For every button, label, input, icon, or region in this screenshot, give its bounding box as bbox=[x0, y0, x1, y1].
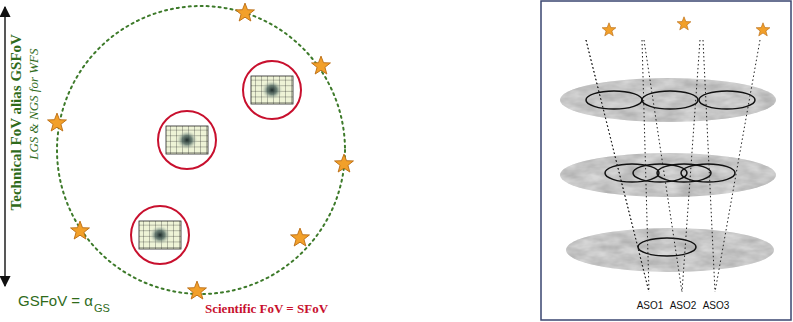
sfov-label: Scientific FoV = SFoV bbox=[205, 302, 328, 316]
science-fields bbox=[131, 61, 301, 264]
gsfov-circle bbox=[57, 6, 345, 294]
fov-arrow bbox=[4, 7, 5, 286]
panel-frame bbox=[541, 1, 791, 320]
aso-label: ASO1 bbox=[637, 300, 664, 311]
axis-subtitle: LGS & NGS for WFS bbox=[28, 48, 42, 159]
footprints bbox=[586, 91, 755, 256]
line-of-sight bbox=[586, 40, 760, 292]
guide-stars bbox=[48, 3, 354, 299]
turbulent-layers bbox=[555, 74, 781, 276]
formula-subscript: GS bbox=[94, 302, 110, 314]
panel-stars bbox=[602, 17, 770, 36]
aso-label: ASO2 bbox=[670, 300, 697, 311]
aso-label: ASO3 bbox=[703, 300, 730, 311]
axis-title: Technical FoV alias GSFoV bbox=[8, 34, 25, 210]
formula-text: GSFoV = α bbox=[18, 293, 93, 310]
